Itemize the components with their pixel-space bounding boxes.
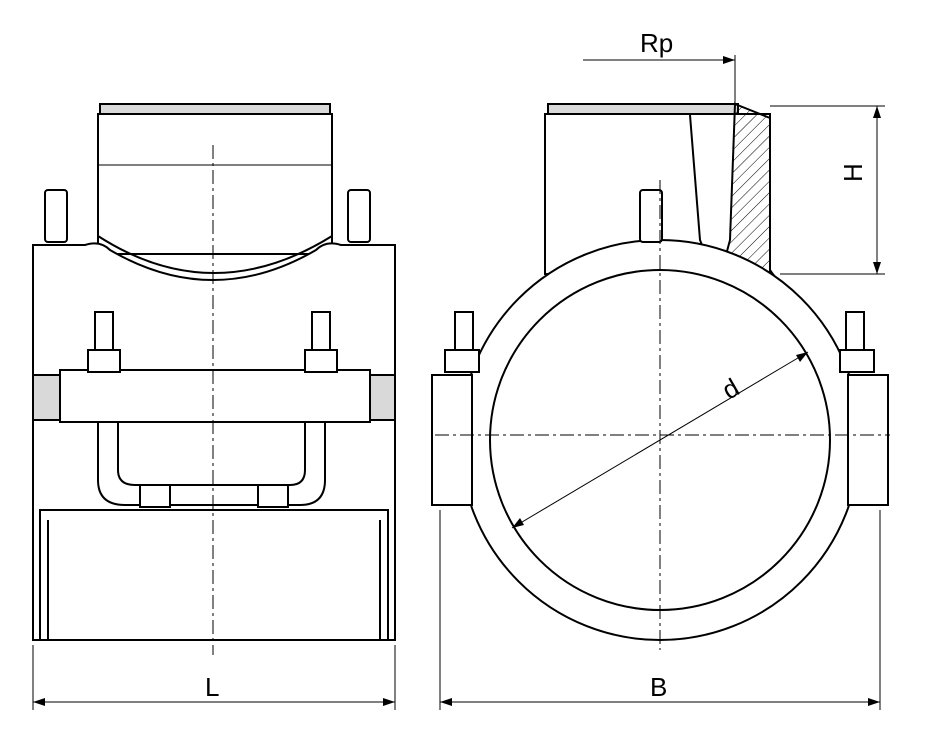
clamp-ear-right [847, 374, 889, 506]
outlet-cap-top [99, 103, 331, 115]
bolt-right [311, 311, 331, 353]
nut-left [87, 349, 121, 373]
nut-right [304, 349, 338, 373]
side-view: L [32, 103, 396, 710]
clip-left [139, 484, 171, 508]
dimension-label-Rp: Rp [640, 28, 673, 58]
terminal-pin-left [44, 189, 68, 243]
u-bolt-inner [117, 422, 306, 486]
front-view: d Rp H B [431, 28, 890, 710]
dimension-label-H: H [838, 163, 868, 182]
bolt-right-front [845, 311, 865, 353]
nut-right-front [839, 349, 875, 373]
nut-left-front [444, 349, 480, 373]
outlet-body [97, 113, 333, 255]
bolt-left [94, 311, 114, 353]
dimension-label-L: L [205, 672, 219, 702]
clip-right [257, 484, 289, 508]
bolt-left-front [454, 311, 474, 353]
clamp-ear-left [431, 374, 473, 506]
dimension-label-B: B [650, 672, 667, 702]
outlet-cap-top-front [547, 103, 739, 115]
terminal-pin-front [639, 189, 663, 243]
clamp-plate [59, 369, 371, 423]
saddle-curve [97, 235, 333, 274]
arrowhead-Rp [723, 56, 735, 64]
pipe-socket [39, 509, 389, 641]
dimension-line-d [511, 351, 809, 529]
terminal-pin-right [347, 189, 371, 243]
